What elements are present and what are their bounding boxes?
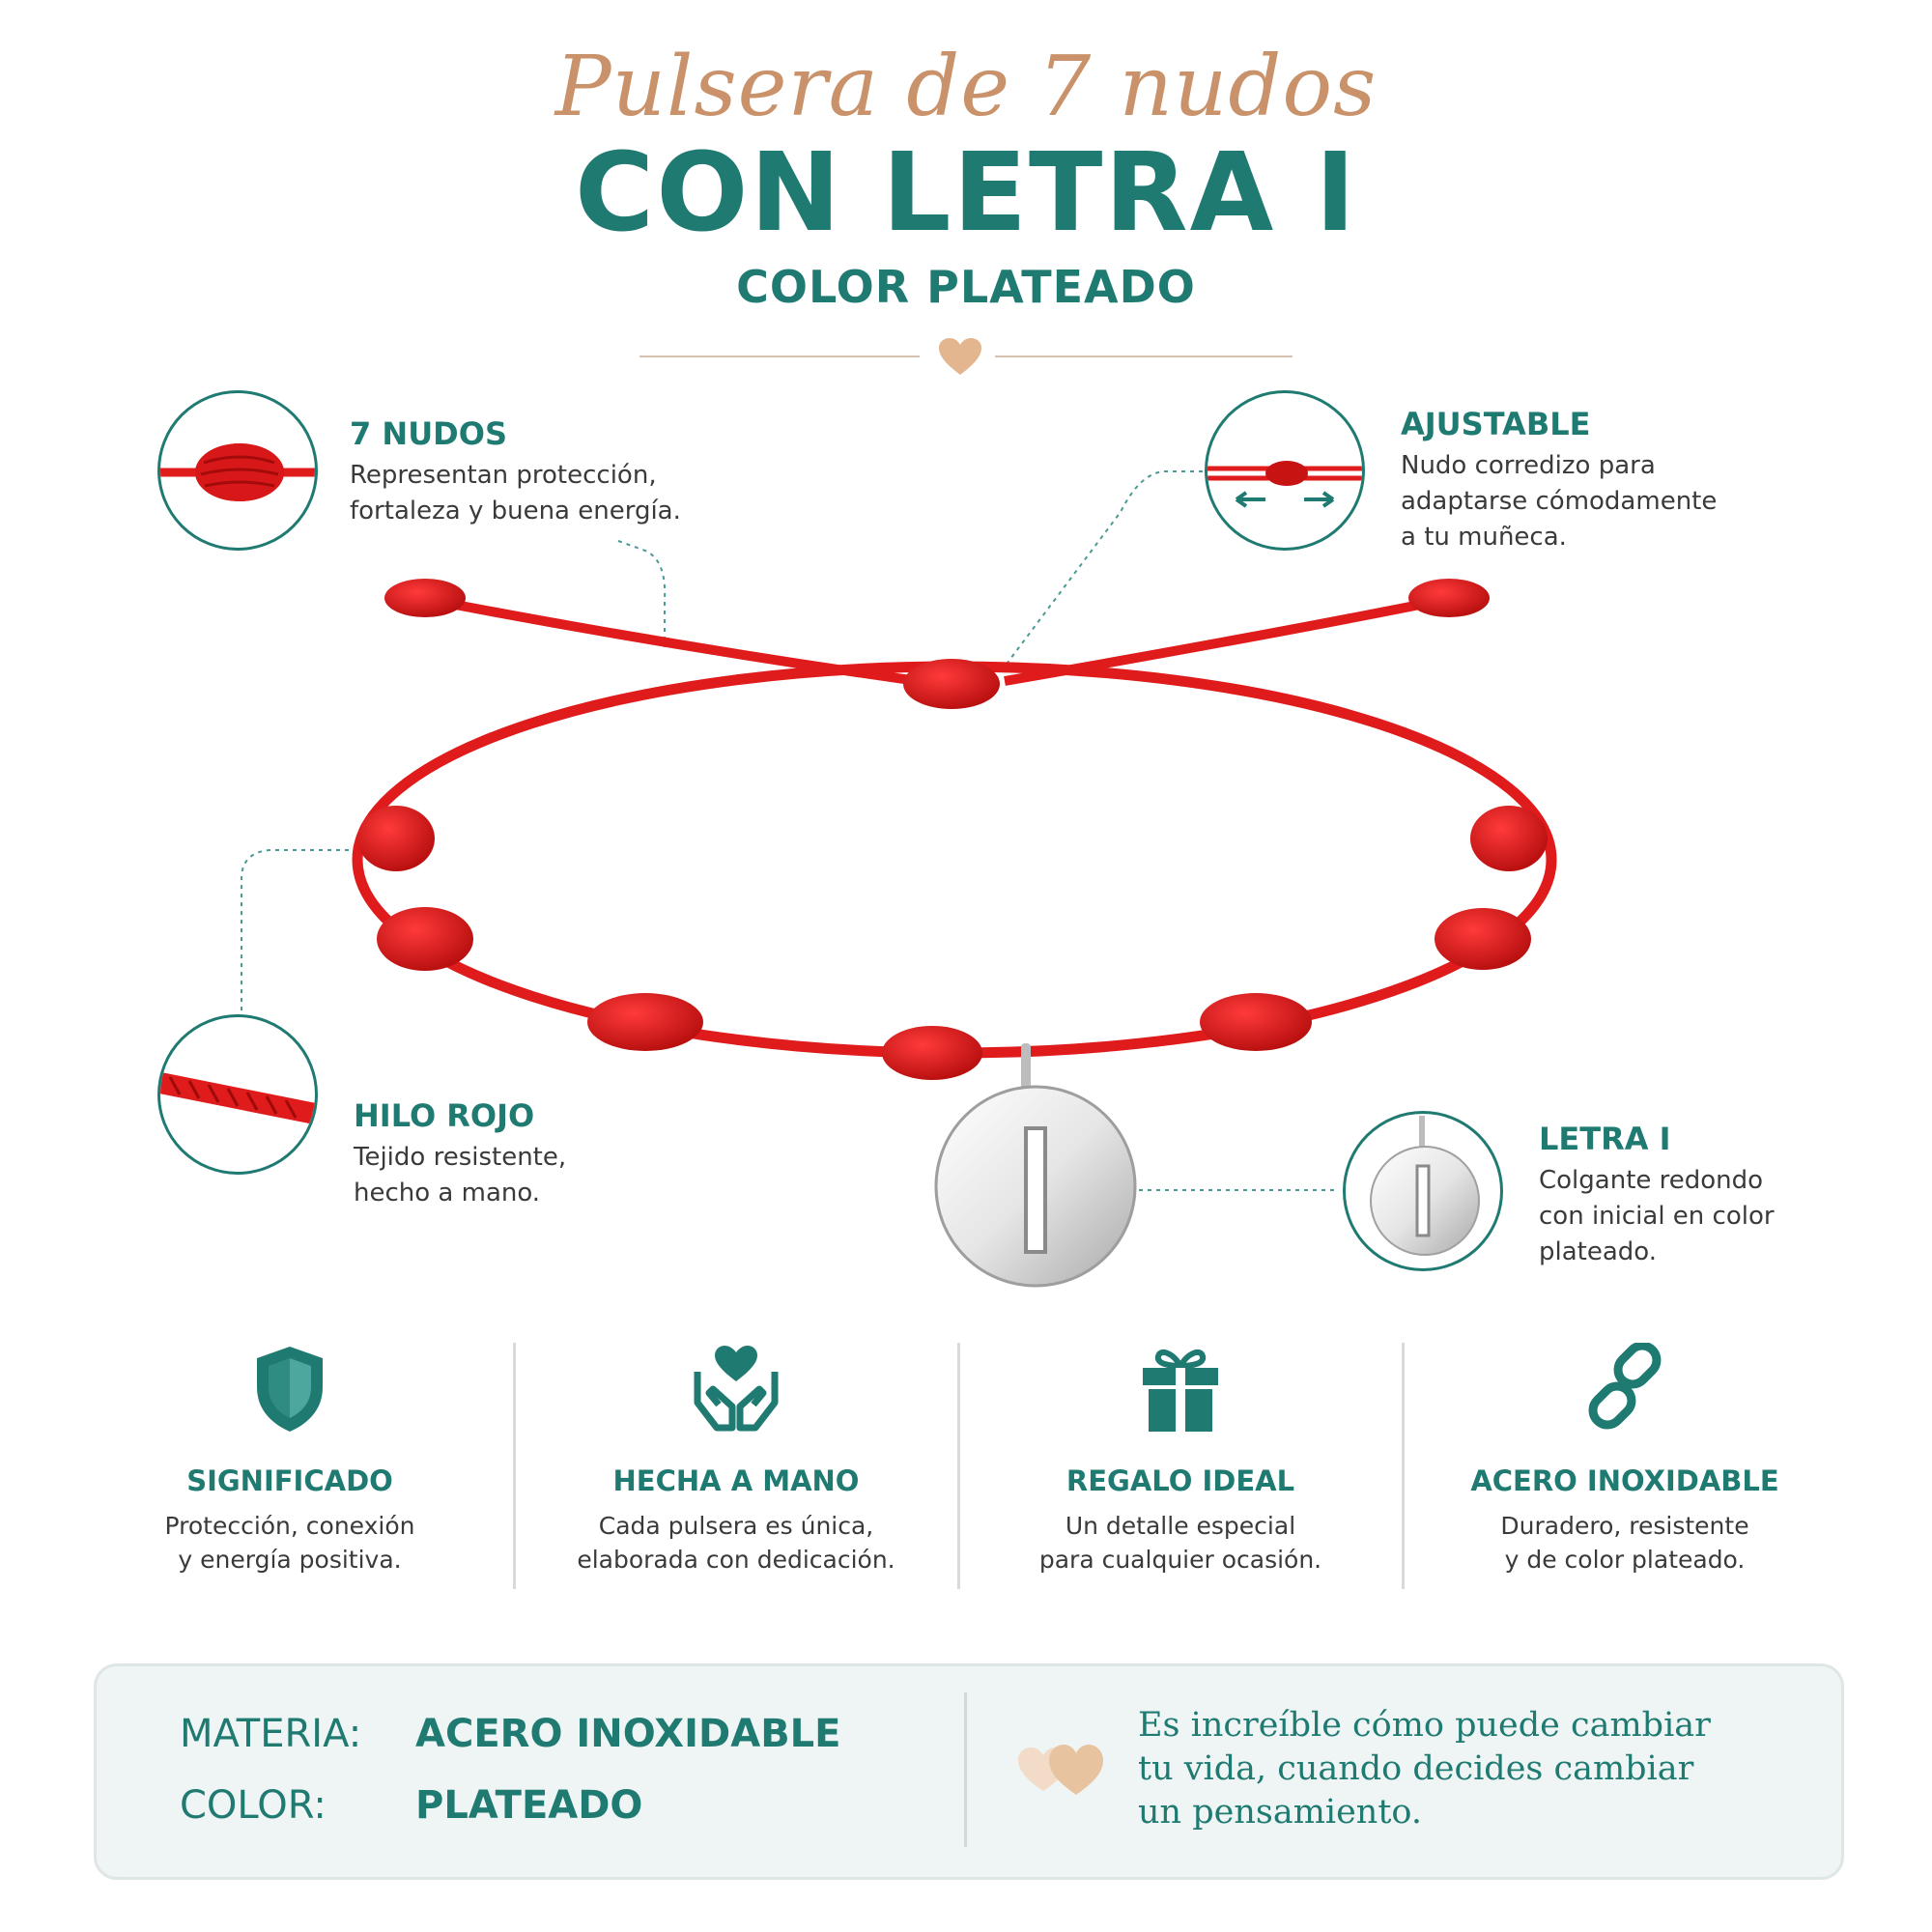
knot-4 (882, 1026, 982, 1080)
pendant-letter-cutout (1024, 1126, 1047, 1254)
feature-letra-line-3: plateado. (1539, 1237, 1658, 1266)
feature-hilo-title: HILO ROJO (354, 1097, 535, 1134)
pendant-bail (1021, 1043, 1031, 1090)
nudos-thumbnail (157, 390, 318, 551)
feature-hilo-line-2: hecho a mano. (354, 1179, 541, 1208)
feature-ajustable-line-3: a tu muñeca. (1401, 523, 1567, 552)
script-title: Pulsera de 7 nudos (554, 39, 1378, 135)
material-value: ACERO INOXIDABLE (415, 1712, 841, 1756)
feature-hilo-line-1: Tejido resistente, (354, 1143, 567, 1172)
benefit-significado: SIGNIFICADO Protección, conexión y energ… (68, 1343, 512, 1577)
hilo-thumbnail (157, 1014, 318, 1175)
feature-nudos-title: 7 NUDOS (350, 415, 507, 452)
benefit-hecha-a-mano-line-1: Cada pulsera es única, (598, 1512, 874, 1540)
divider-left (639, 355, 920, 357)
knot-5 (1200, 993, 1312, 1051)
knot-2 (377, 907, 473, 971)
double-heart-icon (1018, 1745, 1103, 1795)
feature-hilo: HILO ROJO Tejido resistente, hecho a man… (354, 1097, 566, 1211)
panel-separator (964, 1692, 967, 1847)
benefit-hecha-a-mano-line-2: elaborada con dedicación. (577, 1546, 895, 1574)
color-label: COLOR: (180, 1783, 327, 1828)
feature-letra-line-1: Colgante redondo (1539, 1166, 1764, 1195)
leader-line-nudos (617, 540, 667, 647)
feature-ajustable-line-2: adaptarse cómodamente (1401, 487, 1718, 516)
feature-nudos-line-2: fortaleza y buena energía. (350, 497, 681, 526)
quote-line-2: tu vida, cuando decides cambiar (1138, 1749, 1694, 1788)
benefit-hecha-a-mano: HECHA A MANO Cada pulsera es única, elab… (514, 1343, 958, 1577)
feature-nudos: 7 NUDOS Representan protección, fortalez… (350, 415, 681, 529)
feature-ajustable-line-1: Nudo corredizo para (1401, 451, 1656, 480)
color-value: PLATEADO (415, 1783, 643, 1828)
knot-3 (587, 993, 703, 1051)
benefit-acero-inoxidable-title: ACERO INOXIDABLE (1470, 1464, 1779, 1497)
benefit-hecha-a-mano-title: HECHA A MANO (612, 1464, 860, 1497)
divider-right (995, 355, 1293, 357)
letra-thumbnail (1343, 1111, 1503, 1271)
shield-icon (257, 1347, 323, 1432)
benefit-acero-inoxidable-line-2: y de color plateado. (1504, 1546, 1746, 1574)
feature-ajustable-title: AJUSTABLE (1401, 406, 1591, 442)
feature-nudos-line-1: Representan protección, (350, 461, 657, 490)
knot-left-end (384, 579, 466, 617)
sliding-knot (903, 659, 1000, 709)
feature-letra: LETRA I Colgante redondo con inicial en … (1539, 1121, 1775, 1270)
column-separator-3 (1402, 1343, 1405, 1589)
quote-line-1: Es increíble cómo puede cambiar (1138, 1706, 1711, 1745)
specs-panel (94, 1663, 1844, 1880)
subtitle: COLOR PLATEADO (736, 261, 1196, 313)
benefit-regalo-ideal-title: REGALO IDEAL (1065, 1464, 1295, 1497)
ajustable-thumbnail (1205, 390, 1365, 551)
quote: Es increíble cómo puede cambiar tu vida,… (1138, 1704, 1711, 1834)
benefit-significado-line-2: y energía positiva. (178, 1546, 402, 1574)
benefit-significado-title: SIGNIFICADO (186, 1464, 393, 1497)
column-separator-2 (957, 1343, 960, 1589)
seven-knots (357, 806, 1548, 1080)
leader-line-hilo (241, 849, 357, 1014)
benefit-regalo-ideal-line-2: para cualquier ocasión. (1038, 1546, 1322, 1574)
benefit-regalo-ideal: REGALO IDEAL Un detalle especial para cu… (958, 1343, 1403, 1577)
benefit-significado-line-1: Protección, conexión (164, 1512, 415, 1540)
feature-ajustable: AJUSTABLE Nudo corredizo para adaptarse … (1401, 406, 1717, 555)
heart-icon (939, 338, 981, 375)
knot-6 (1435, 908, 1531, 970)
benefit-regalo-ideal-line-1: Un detalle especial (1065, 1512, 1296, 1540)
knot-1 (357, 806, 435, 871)
cord-loop (352, 661, 1557, 1059)
knot-7 (1470, 806, 1548, 871)
column-separator-1 (513, 1343, 516, 1589)
feature-letra-line-2: con inicial en color (1539, 1202, 1775, 1231)
feature-letra-title: LETRA I (1539, 1121, 1671, 1157)
chain-link-icon (1588, 1343, 1662, 1430)
knot-right-end (1408, 579, 1490, 617)
quote-line-3: un pensamiento. (1138, 1793, 1422, 1832)
material-label: MATERIA: (180, 1712, 362, 1756)
benefit-acero-inoxidable: ACERO INOXIDABLE Duradero, resistente y … (1403, 1343, 1847, 1577)
main-title: CON LETRA I (575, 130, 1357, 256)
benefit-acero-inoxidable-line-1: Duradero, resistente (1500, 1512, 1749, 1540)
leader-line-ajustable (1004, 470, 1203, 668)
hands-heart-icon (694, 1346, 779, 1432)
gift-icon (1143, 1349, 1218, 1432)
